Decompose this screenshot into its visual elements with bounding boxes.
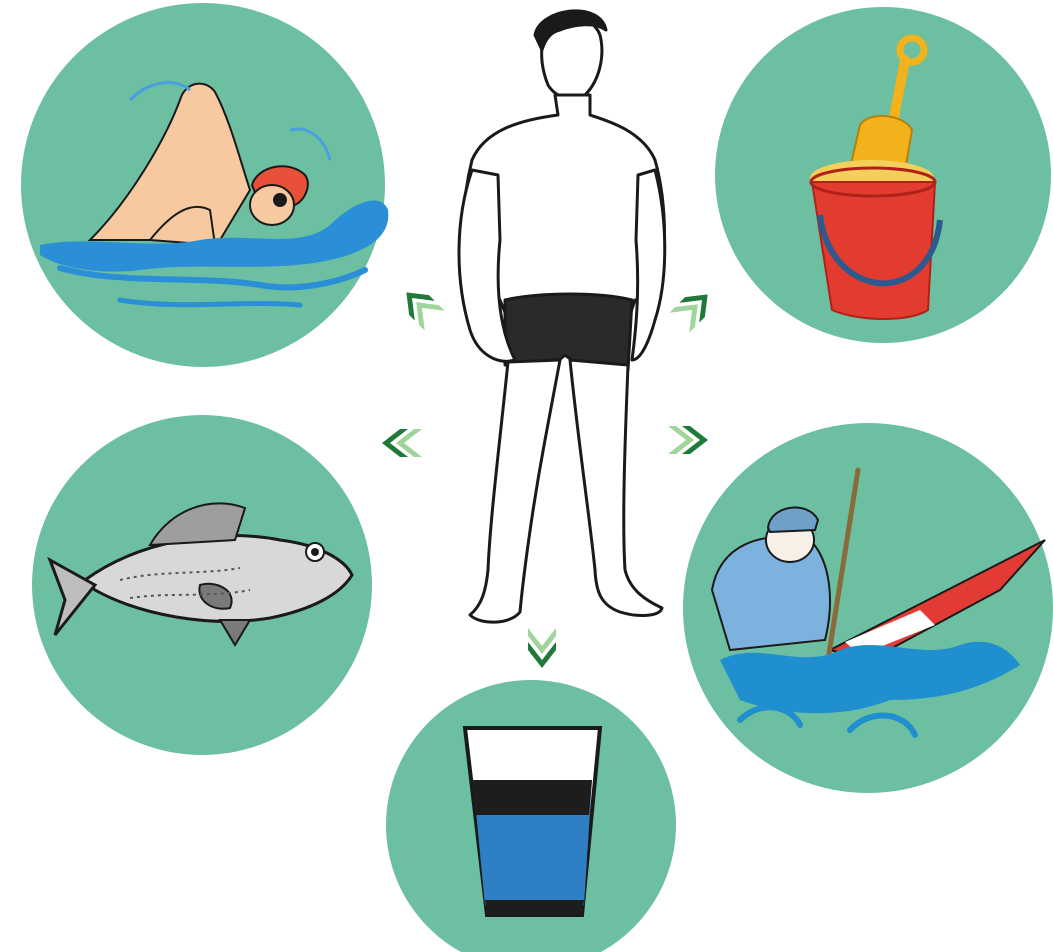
arrow-to-swimming (396, 282, 444, 330)
man-in-swim-trunks (459, 11, 665, 622)
arrow-to-beach-play (669, 284, 717, 332)
arrow-to-drinking-water (528, 628, 556, 668)
arrow-to-fish (382, 429, 422, 457)
drinking-glass-icon (465, 728, 600, 915)
arrow-to-boating (668, 426, 708, 454)
